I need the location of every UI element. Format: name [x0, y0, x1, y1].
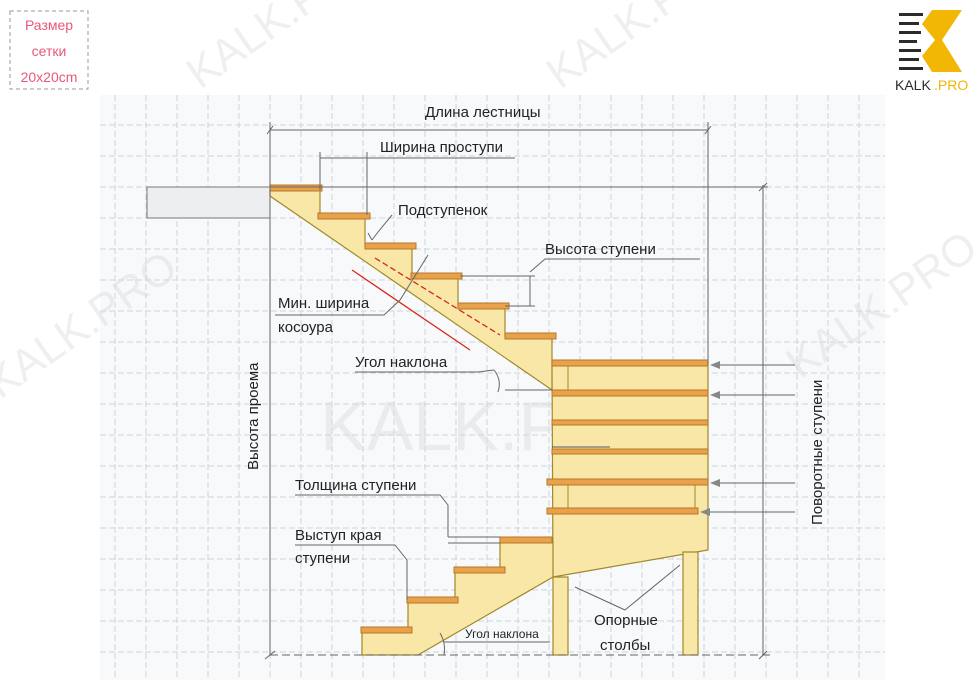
logo-text: KALK	[895, 77, 931, 93]
label-support-posts-2: столбы	[600, 637, 650, 654]
label-support-posts: Опорные	[594, 612, 658, 629]
upper-treads	[269, 184, 557, 340]
support-post-left	[552, 576, 569, 656]
dimension-lines	[264, 122, 795, 660]
label-tread-width: Ширина проступи	[380, 139, 503, 156]
winder-treads	[546, 359, 709, 515]
winder-arrow-heads	[700, 361, 720, 516]
kalk-pro-logo: KALK .PRO	[895, 10, 968, 93]
label-riser: Подступенок	[398, 202, 488, 219]
watermark-text: KALK.PRO	[178, 0, 386, 98]
label-slope-angle: Угол наклона	[355, 354, 448, 371]
label-step-height: Высота ступени	[545, 241, 656, 258]
grid-size-line: Размер	[25, 17, 73, 33]
grid-size-value: 20x20cm	[21, 69, 78, 85]
min-stringer-line	[374, 257, 501, 336]
watermark-text: KALK.PRO	[538, 0, 746, 98]
logo-bars-icon	[899, 13, 923, 70]
label-winder-steps: Поворотные ступени	[809, 380, 826, 525]
support-post-right	[682, 551, 699, 656]
label-opening-height: Высота проема	[245, 362, 262, 470]
label-slope-angle-lower: Угол наклона	[465, 627, 539, 641]
label-nosing-2: ступени	[295, 550, 350, 567]
label-stair-length: Длина лестницы	[425, 104, 541, 121]
logo-text-pro: .PRO	[934, 77, 968, 93]
grid-size-line: сетки	[32, 43, 67, 59]
label-min-stringer-width-2: косоура	[278, 319, 334, 336]
grid-size-box: Размер сетки 20x20cm	[9, 10, 89, 90]
lower-treads	[360, 536, 553, 634]
logo-k-icon	[922, 10, 962, 72]
label-tread-thickness: Толщина ступени	[295, 477, 416, 494]
label-min-stringer-width: Мин. ширина	[278, 295, 370, 312]
stringer-edge-line	[351, 269, 471, 351]
label-nosing: Выступ края	[295, 527, 381, 544]
floor-slab	[146, 186, 271, 219]
